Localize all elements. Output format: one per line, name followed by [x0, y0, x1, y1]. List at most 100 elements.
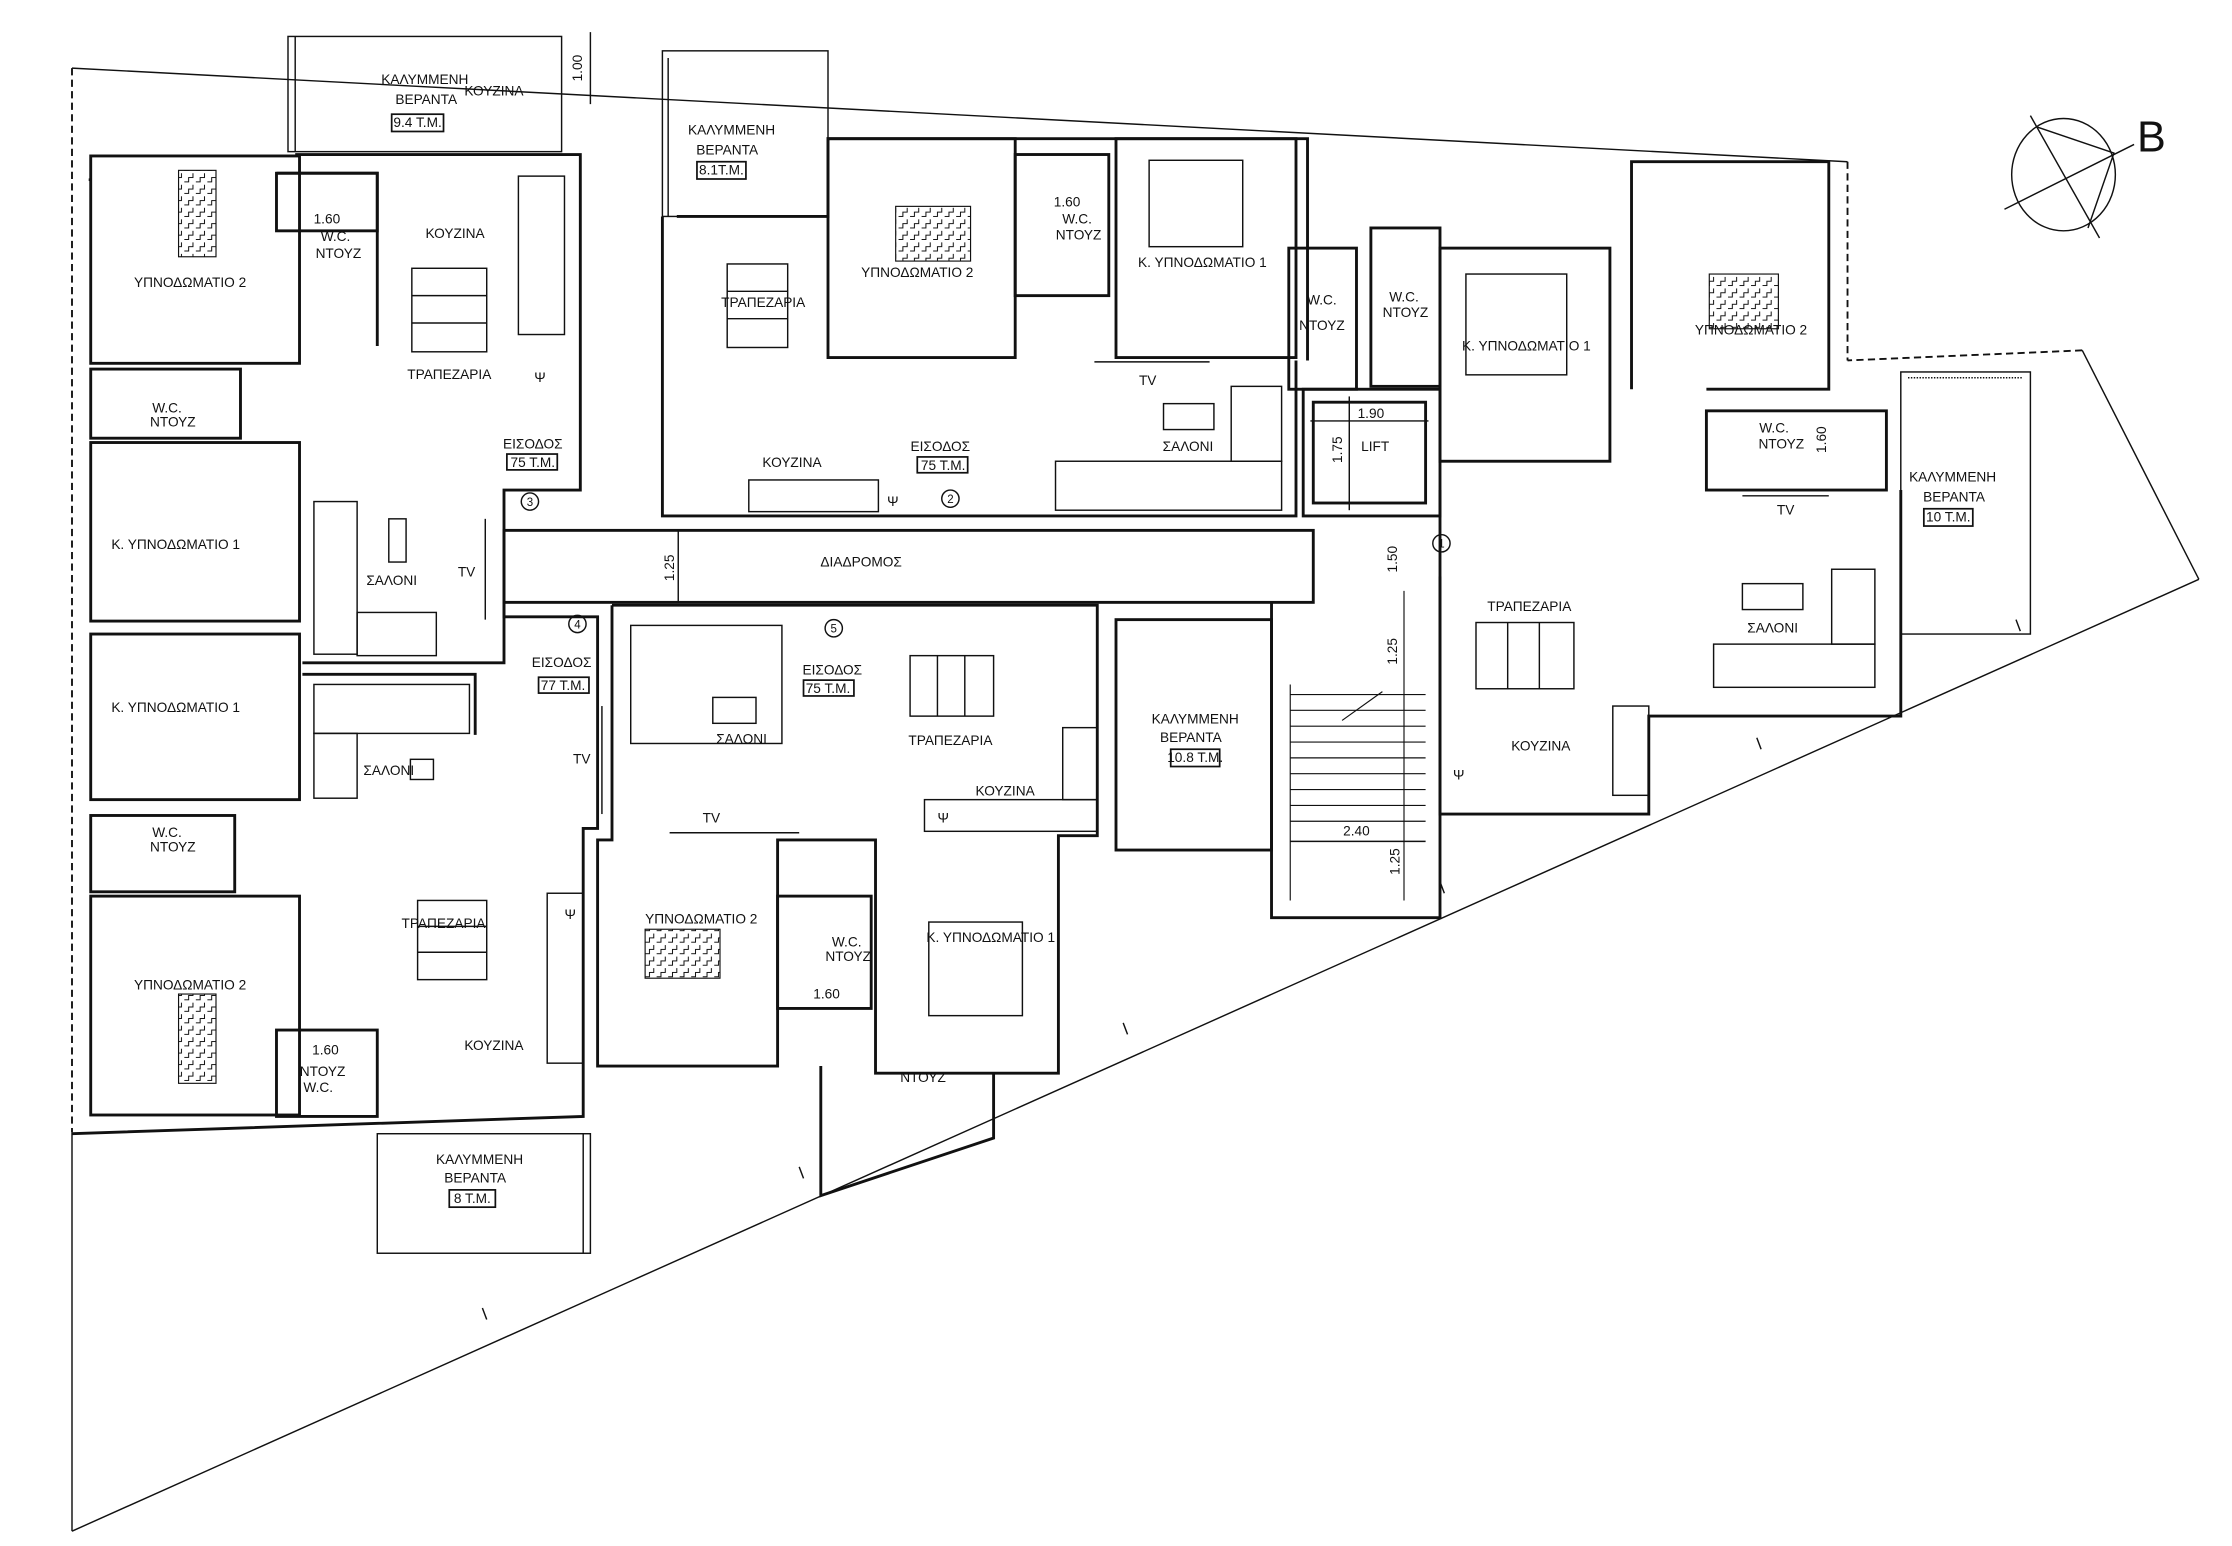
room-label-master-bedroom: Κ. ΥΠΝΟΔΩΜΑΤΙΟ 1 [926, 930, 1055, 945]
stair-dim-top: 1.25 [1385, 638, 1400, 665]
veranda-area: 8.1Τ.Μ. [699, 163, 744, 178]
veranda-title: ΚΑΛΥΜΜΕΝΗ [688, 122, 775, 137]
room-label-dining: ΤΡΑΠΕΖΑΡΙΑ [721, 295, 806, 310]
room-label-wc: W.C. [1062, 212, 1092, 227]
dining-table [1475, 621, 1575, 690]
veranda-subtitle: ΒΕΡΑΝΤΑ [395, 92, 458, 107]
room-label-dining: ΤΡΑΠΕΖΑΡΙΑ [1487, 599, 1572, 614]
room-label-wc: W.C. [832, 935, 862, 950]
apartment-number: 2 [947, 494, 953, 506]
apartment-5: ΣΑΛΟΝΙ ΕΙΣΟΔΟΣ 75 Τ.Μ. 5 ΤΡΑΠΕΖΑΡΙΑ ΚΟΥΖ… [596, 603, 1099, 1198]
lift-width-dim: 1.90 [1358, 406, 1385, 421]
room-label-shower: ΝΤΟΥΖ [1056, 227, 1102, 242]
apartment-3: ΥΠΝΟΔΩΜΑΤΙΟ 2 1.60 W.C. ΝΤΟΥΖ ΚΟΥΖΙΝΑ ΤΡ… [88, 153, 582, 665]
apartment-number: 4 [574, 619, 581, 631]
corridor: ΔΙΑΔΡΟΜΟΣ 1.25 [502, 528, 1315, 604]
room-label-shower: ΝΤΟΥΖ [316, 246, 362, 261]
veranda-subtitle: ΒΕΡΑΝΤΑ [1160, 730, 1223, 745]
dining-table [909, 654, 995, 717]
dining-table [726, 263, 789, 349]
tv-label: TV [1777, 503, 1795, 518]
room-label-bedroom-2: ΥΠΝΟΔΩΜΑΤΙΟ 2 [861, 265, 973, 280]
apartment-number: 5 [831, 624, 837, 636]
room-label-wc: W.C. [321, 229, 351, 244]
dining-table [416, 899, 488, 981]
apartment-2: ΤΡΑΠΕΖΑΡΙΑ ΥΠΝΟΔΩΜΑΤΙΟ 2 1.60 W.C. ΝΤΟΥΖ… [660, 137, 1309, 518]
room-label-master-bedroom: Κ. ΥΠΝΟΔΩΜΑΤΙΟ 1 [1138, 255, 1267, 270]
room-label-wc: W.C. [1389, 289, 1419, 304]
veranda-subtitle: ΒΕΡΑΝΤΑ [444, 1171, 507, 1186]
tv-label: TV [703, 811, 721, 826]
room-label-master-bedroom: Κ. ΥΠΝΟΔΩΜΑΤΙΟ 1 [111, 700, 240, 715]
room-label-bedroom-2: ΥΠΝΟΔΩΜΑΤΙΟ 2 [1695, 323, 1807, 338]
veranda-subtitle: ΒΕΡΑΝΤΑ [696, 143, 759, 158]
tv-label: TV [1139, 373, 1157, 388]
shaft-symbol: Ψ [565, 907, 576, 922]
wc-dim: 1.60 [813, 986, 840, 1001]
apartment-area: 75 Τ.Μ. [511, 455, 556, 470]
compass-label: B [2137, 114, 2166, 162]
room-label-living: ΣΑΛΟΝΙ [716, 731, 767, 746]
room-label-living: ΣΑΛΟΝΙ [366, 573, 417, 588]
room-label-shower: ΝΤΟΥΖ [900, 1070, 946, 1085]
site-boundary [71, 67, 2200, 1532]
room-label-shower: ΝΤΟΥΖ [1758, 436, 1804, 451]
room-label-shower: ΝΤΟΥΖ [1299, 318, 1345, 333]
room-label-dining: ΤΡΑΠΕΖΑΡΙΑ [401, 916, 486, 931]
entrance-label: ΕΙΣΟΔΟΣ [503, 436, 563, 451]
room-label-shower: ΝΤΟΥΖ [150, 415, 196, 430]
room-label-bedroom-2: ΥΠΝΟΔΩΜΑΤΙΟ 2 [134, 978, 246, 993]
room-label-wc: W.C. [152, 825, 182, 840]
veranda-5: ΚΑΛΥΜΜΕΝΗ ΒΕΡΑΝΤΑ 8 Τ.Μ. [376, 1133, 592, 1254]
room-label-shower: ΝΤΟΥΖ [1383, 305, 1429, 320]
shaft-symbol: Ψ [937, 811, 948, 826]
veranda-subtitle: ΒΕΡΑΝΤΑ [1923, 490, 1986, 505]
veranda-area: 9.4 Τ.Μ. [393, 115, 441, 130]
veranda-title: ΚΑΛΥΜΜΕΝΗ [381, 72, 468, 87]
room-label-bedroom-2: ΥΠΝΟΔΩΜΑΤΙΟ 2 [645, 911, 757, 926]
staircase: 1.25 2.40 1.25 1.50 [1270, 545, 1442, 920]
entrance-label: ΕΙΣΟΔΟΣ [532, 655, 592, 670]
room-label-shower: ΝΤΟΥΖ [300, 1064, 346, 1079]
apartment-area: 77 Τ.Μ. [541, 678, 586, 693]
tv-label: TV [573, 752, 591, 767]
room-label-kitchen: ΚΟΥΖΙΝΑ [1511, 739, 1571, 754]
wc-dim: 1.60 [1814, 426, 1829, 453]
veranda-title: ΚΑΛΥΜΜΕΝΗ [1152, 711, 1239, 726]
entrance-label: ΕΙΣΟΔΟΣ [910, 439, 970, 454]
room-label-master-bedroom: Κ. ΥΠΝΟΔΩΜΑΤΙΟ 1 [1462, 338, 1591, 353]
stair-width-dim: 2.40 [1343, 824, 1370, 839]
corridor-label: ΔΙΑΔΡΟΜΟΣ [820, 554, 901, 569]
room-label-wc: W.C. [1307, 292, 1337, 307]
room-label-kitchen: ΚΟΥΖΙΝΑ [976, 783, 1036, 798]
dining-table [411, 267, 488, 353]
apartment-area: 75 Τ.Μ. [806, 681, 851, 696]
apartment-number: 1 [1438, 539, 1444, 551]
room-label-living: ΣΑΛΟΝΙ [1163, 439, 1214, 454]
wc-dim: 1.60 [312, 1043, 339, 1058]
stair-dim-bottom: 1.25 [1388, 848, 1403, 875]
lift: 1.90 1.75 LIFT [1301, 387, 1442, 518]
apartment-4: ΕΙΣΟΔΟΣ 77 Τ.Μ. 4 Κ. ΥΠΝΟΔΩΜΑΤΙΟ 1 ΣΑΛΟΝ… [71, 602, 603, 1136]
room-label-bedroom-2: ΥΠΝΟΔΩΜΑΤΙΟ 2 [134, 275, 246, 290]
shaft-symbol: Ψ [1453, 767, 1464, 782]
apartment-number: 3 [527, 497, 533, 509]
veranda-1: ΚΑΛΥΜΜΕΝΗ ΒΕΡΑΝΤΑ ΚΟΥΖΙΝΑ 9.4 Τ.Μ. 1.00 [287, 32, 592, 153]
room-label-wc: W.C. [1759, 420, 1789, 435]
veranda-3: ΚΑΛΥΜΜΕΝΗ ΒΕΡΑΝΤΑ 10 Τ.Μ. [1900, 371, 2032, 635]
apartment-area: 75 Τ.Μ. [921, 458, 966, 473]
room-label-dining: ΤΡΑΠΕΖΑΡΙΑ [407, 367, 492, 382]
lift-label: LIFT [1361, 439, 1390, 454]
lift-depth-dim: 1.75 [1330, 436, 1345, 463]
tv-label: TV [458, 564, 476, 579]
room-label-dining: ΤΡΑΠΕΖΑΡΙΑ [908, 733, 993, 748]
veranda-title: ΚΑΛΥΜΜΕΝΗ [1909, 469, 1996, 484]
room-label-living: ΣΑΛΟΝΙ [1747, 621, 1798, 636]
veranda-area: 10.8 Τ.Μ. [1167, 750, 1223, 765]
veranda-area: 10 Τ.Μ. [1926, 510, 1971, 525]
shaft-symbol: Ψ [887, 494, 898, 509]
room-label-shower: ΝΤΟΥΖ [825, 949, 871, 964]
room-label-kitchen: ΚΟΥΖΙΝΑ [425, 226, 485, 241]
north-arrow-compass: B [2004, 114, 2166, 239]
